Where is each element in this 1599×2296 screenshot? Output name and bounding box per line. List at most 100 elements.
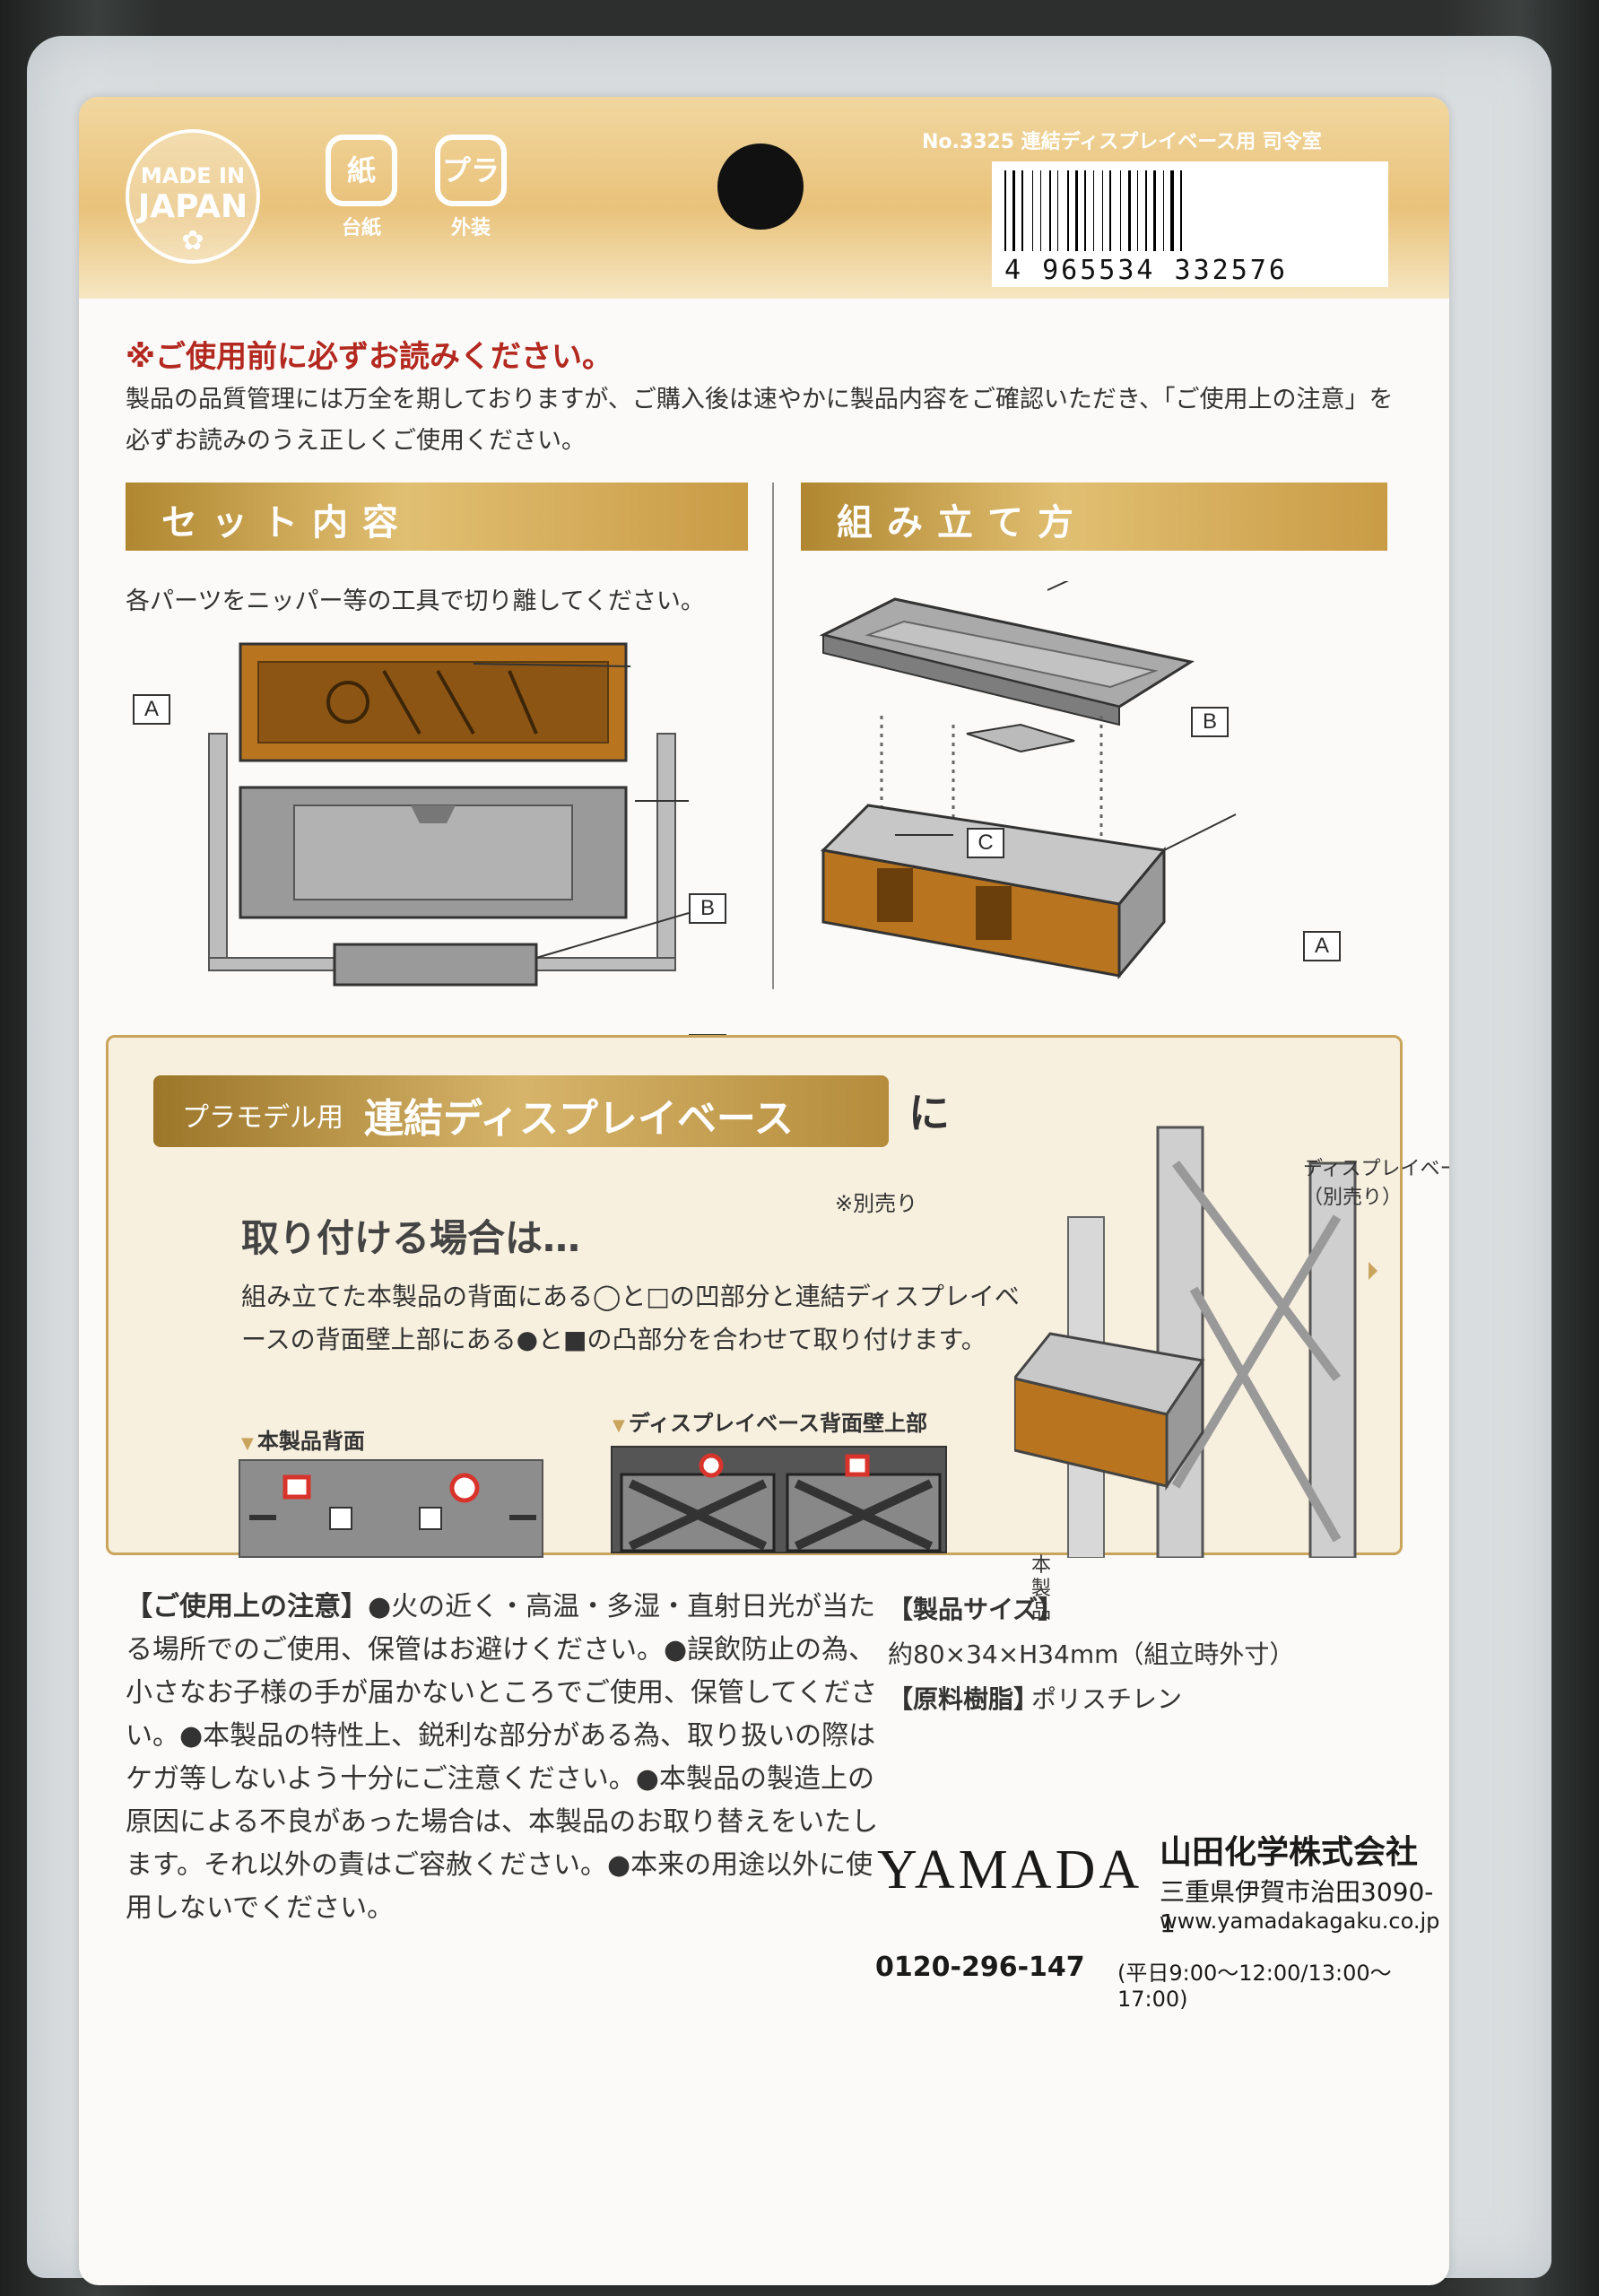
notice-title: ※ご使用前に必ずお読みください。 [126, 339, 613, 375]
made-in-japan-badge: MADE IN JAPAN ✿ [126, 129, 260, 264]
company-address: 三重県伊賀市治田3090-1 [1160, 1877, 1434, 1938]
caution-title: 【ご使用上の注意】 [126, 1591, 368, 1622]
material-title: 【原料樹脂】 [888, 1684, 1039, 1714]
barcode-bar [1032, 170, 1033, 251]
barcode-bar [1093, 170, 1094, 251]
barcode-bar [1167, 170, 1168, 251]
callout-b-asm: B [1191, 707, 1229, 737]
size-value: 約80×34×H34mm（組立時外寸） [888, 1639, 1295, 1669]
sakura-icon: ✿ [181, 225, 204, 257]
assembly-illustration [819, 562, 1237, 980]
barcode-bar [1061, 170, 1065, 251]
paper-recycle-mark: 紙 台紙 [321, 135, 402, 240]
wall-top-label: ディスプレイベース背面壁上部 [613, 1405, 927, 1437]
barcode-bar [1097, 170, 1099, 251]
callout-a-set: A [133, 694, 170, 725]
tag-big-text: 連結ディスプレイベース [364, 1096, 794, 1142]
barcode-bar [1072, 170, 1073, 251]
product-number: No.3325 連結ディスプレイベース用 司令室 [922, 131, 1322, 153]
barcode-bar [1106, 170, 1107, 251]
callout-b-set: B [689, 893, 726, 924]
leader-a-line [473, 663, 631, 667]
product-back-illustration [239, 1459, 543, 1558]
barcode-bar [1120, 170, 1121, 251]
display-base-illustration [1014, 1126, 1377, 1558]
barcode-bar [1021, 170, 1023, 251]
barcode-bar [1177, 170, 1178, 251]
barcode-bar [1040, 170, 1041, 251]
callout-a-asm: A [1303, 931, 1341, 961]
barcode-bar [1128, 170, 1131, 251]
display-base-tag: プラモデル用 連結ディスプレイベース [153, 1075, 889, 1147]
caution-text: 【ご使用上の注意】●火の近く・高温・多湿・直射日光が当たる場所でのご使用、保管は… [126, 1586, 886, 1930]
set-instruction: 各パーツをニッパー等の工具で切り離してください。 [126, 587, 705, 615]
display-base-panel: プラモデル用 連結ディスプレイベース に ※別売り 取り付ける場合は… 組み立て… [106, 1035, 1403, 1558]
barcode-bar [1075, 170, 1078, 251]
barcode-bars [1004, 170, 1372, 251]
barcode-bar [1057, 170, 1058, 251]
barcode-bar [1114, 170, 1117, 251]
paper-recycle-label: 台紙 [341, 217, 381, 239]
tag-small-text: プラモデル用 [182, 1102, 343, 1134]
barcode-bar [1102, 170, 1103, 251]
barcode-bar [1018, 170, 1019, 251]
barcode-bar [1145, 170, 1147, 251]
barcode-bar [1026, 170, 1030, 251]
barcode-bar [1150, 170, 1151, 251]
barcode-bar [1180, 170, 1182, 251]
wall-top-illustration [611, 1446, 947, 1553]
section-divider [772, 483, 774, 989]
barcode-bar [1124, 170, 1125, 251]
plastic-recycle-label: 外装 [450, 217, 491, 239]
barcode-bar [1081, 170, 1082, 251]
plastic-recycle-icon: プラ [435, 135, 507, 206]
company-name: 山田化学株式会社 [1160, 1834, 1419, 1871]
business-hours: (平日9:00〜12:00/13:00〜17:00) [1117, 1961, 1392, 2012]
barcode-bar [1089, 170, 1091, 251]
product-label: 本製品 [1031, 1554, 1052, 1623]
set-contents-header: セット内容 [126, 483, 748, 551]
size-title: 【製品サイズ】 [888, 1595, 1064, 1624]
hang-hole [717, 144, 804, 230]
barcode-bar [1049, 170, 1051, 251]
company-phone: 0120-296-147 [875, 1952, 1085, 1983]
barcode: 4 965534 332576 [992, 161, 1388, 287]
promo-heading: 取り付ける場合は… [241, 1216, 581, 1260]
runner-illustration [208, 642, 690, 987]
japan-text: JAPAN [137, 188, 248, 225]
assembly-diagram: B C A [796, 562, 1424, 994]
barcode-bar [1036, 170, 1038, 251]
barcode-bar [1170, 170, 1174, 251]
barcode-bar [1054, 170, 1055, 251]
barcode-bar [1153, 170, 1156, 251]
callout-c-asm: C [967, 828, 1004, 858]
leader-c-line [535, 912, 690, 959]
barcode-number: 4 965534 332576 [1004, 255, 1288, 286]
company-website: www.yamadakagaku.co.jp [1160, 1909, 1440, 1934]
material-value: ポリスチレン [1031, 1684, 1183, 1714]
barcode-bar [1067, 170, 1069, 251]
tag-suffix: に [908, 1089, 950, 1137]
barcode-bar [1044, 170, 1047, 251]
barcode-bar [1141, 170, 1143, 251]
barcode-bar [1163, 170, 1164, 251]
barcode-bar [1012, 170, 1015, 251]
product-back-label: 本製品背面 [241, 1423, 365, 1455]
paper-recycle-icon: 紙 [326, 135, 397, 206]
barcode-bar [1004, 170, 1006, 251]
promo-body: 組み立てた本製品の背面にある◯と□の凹部分と連結ディスプレイベースの背面壁上部に… [241, 1282, 1020, 1354]
caution-body: ●火の近く・高温・多湿・直射日光が当たる場所でのご使用、保管はお避けください。●… [126, 1591, 879, 1924]
made-in-text: MADE IN [140, 163, 246, 188]
barcode-bar [1159, 170, 1160, 251]
plastic-recycle-mark: プラ 外装 [430, 135, 511, 240]
barcode-bar [1009, 170, 1010, 251]
assembly-header: 組み立て方 [801, 483, 1387, 551]
barcode-bar [1084, 170, 1086, 251]
card-header: MADE IN JAPAN ✿ 紙 台紙 プラ 外装 No.3325 連結ディス… [79, 97, 1449, 299]
sold-separately-note: ※別売り [835, 1191, 918, 1216]
yamada-logo: YAMADA [877, 1839, 1143, 1900]
display-base-label: ディスプレイベース（別売り） [1303, 1158, 1449, 1209]
notice-body: 製品の品質管理には万全を期しておりますが、ご購入後は速やかに製品内容をご確認いた… [126, 386, 1394, 455]
parts-runner-diagram: A B C [115, 626, 760, 1065]
barcode-bar [1137, 170, 1138, 251]
